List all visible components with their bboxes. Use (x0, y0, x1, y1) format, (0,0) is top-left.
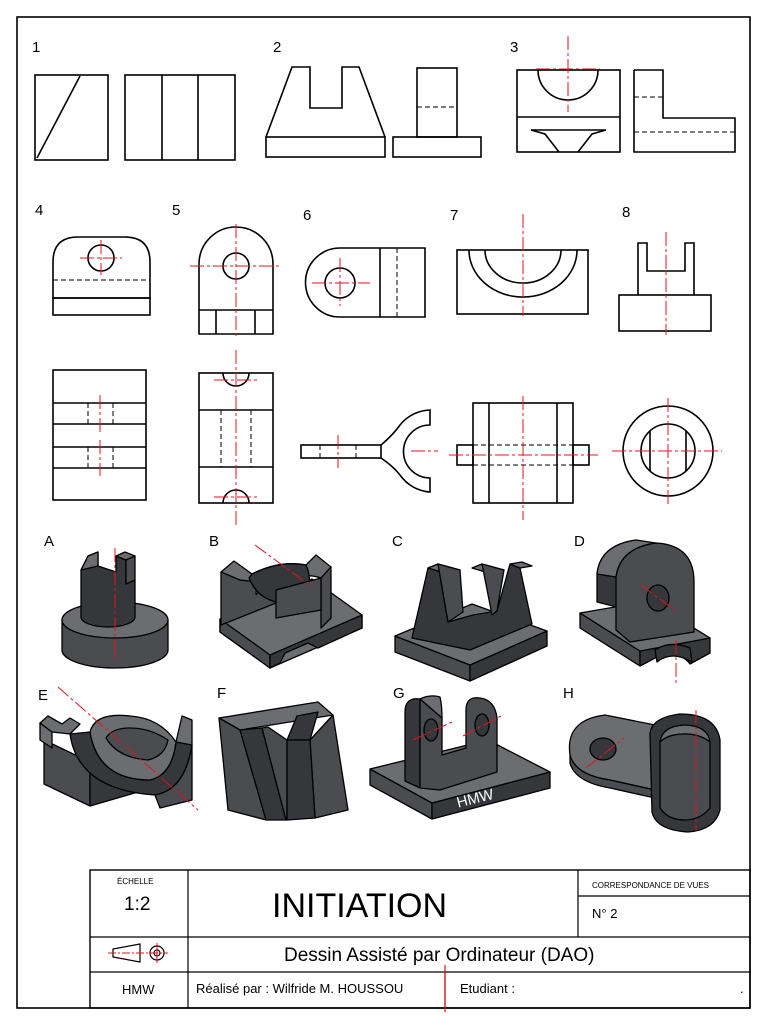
exercise-label: 1 (32, 39, 40, 56)
exercise-label: 6 (303, 207, 311, 224)
part-label: A (44, 533, 54, 550)
drawing-subtitle: Dessin Assisté par Ordinateur (DAO) (284, 945, 594, 966)
part-e: E (38, 686, 199, 811)
exercise-label: 2 (273, 39, 281, 56)
made-by: Réalisé par : Wilfride M. HOUSSOU (196, 981, 403, 996)
student-field: Etudiant : (460, 981, 515, 996)
part-h: H (563, 685, 721, 833)
exercise-label: 8 (622, 204, 630, 221)
exercise-label: 5 (172, 202, 180, 219)
drawing-title: INITIATION (272, 887, 447, 925)
exercise-label: 4 (35, 202, 43, 219)
part-label: D (574, 533, 585, 550)
exercise-3: 3 (510, 36, 736, 153)
part-label: G (393, 685, 405, 702)
exercise-label: 3 (510, 39, 518, 56)
scale-heading: ÉCHELLE (117, 877, 153, 886)
part-d: D (574, 533, 711, 686)
part-b: B (209, 533, 363, 669)
trailing-dot: . (740, 981, 744, 996)
exercise-1: 1 (32, 39, 236, 161)
exercise-6: 6 (300, 207, 438, 493)
title-block: ÉCHELLE 1:2 INITIATION CORRESPONDANCE DE… (89, 869, 751, 1012)
part-a: A (44, 533, 169, 669)
sheet-number: N° 2 (592, 906, 617, 921)
exercise-4: 4 (35, 202, 151, 501)
part-label: C (392, 533, 403, 550)
author-code: HMW (122, 982, 155, 997)
exercise-5: 5 (172, 202, 282, 528)
scale-value: 1:2 (124, 894, 150, 915)
sheet-frame (16, 16, 751, 1009)
part-label: B (209, 533, 219, 550)
part-g: G HMW (369, 685, 551, 820)
part-label: E (38, 687, 48, 704)
part-label: H (563, 685, 574, 702)
exercise-8: 8 (612, 204, 722, 505)
part-c: C (392, 533, 548, 682)
part-f: F (217, 685, 349, 821)
correspondence-heading: CORRESPONDANCE DE VUES (592, 881, 709, 890)
part-label: F (217, 685, 226, 702)
exercise-7: 7 (449, 207, 598, 520)
exercise-2: 2 (265, 39, 482, 158)
projection-symbol-icon (108, 943, 168, 963)
exercise-label: 7 (450, 207, 458, 224)
title-block-frame (89, 869, 751, 1009)
